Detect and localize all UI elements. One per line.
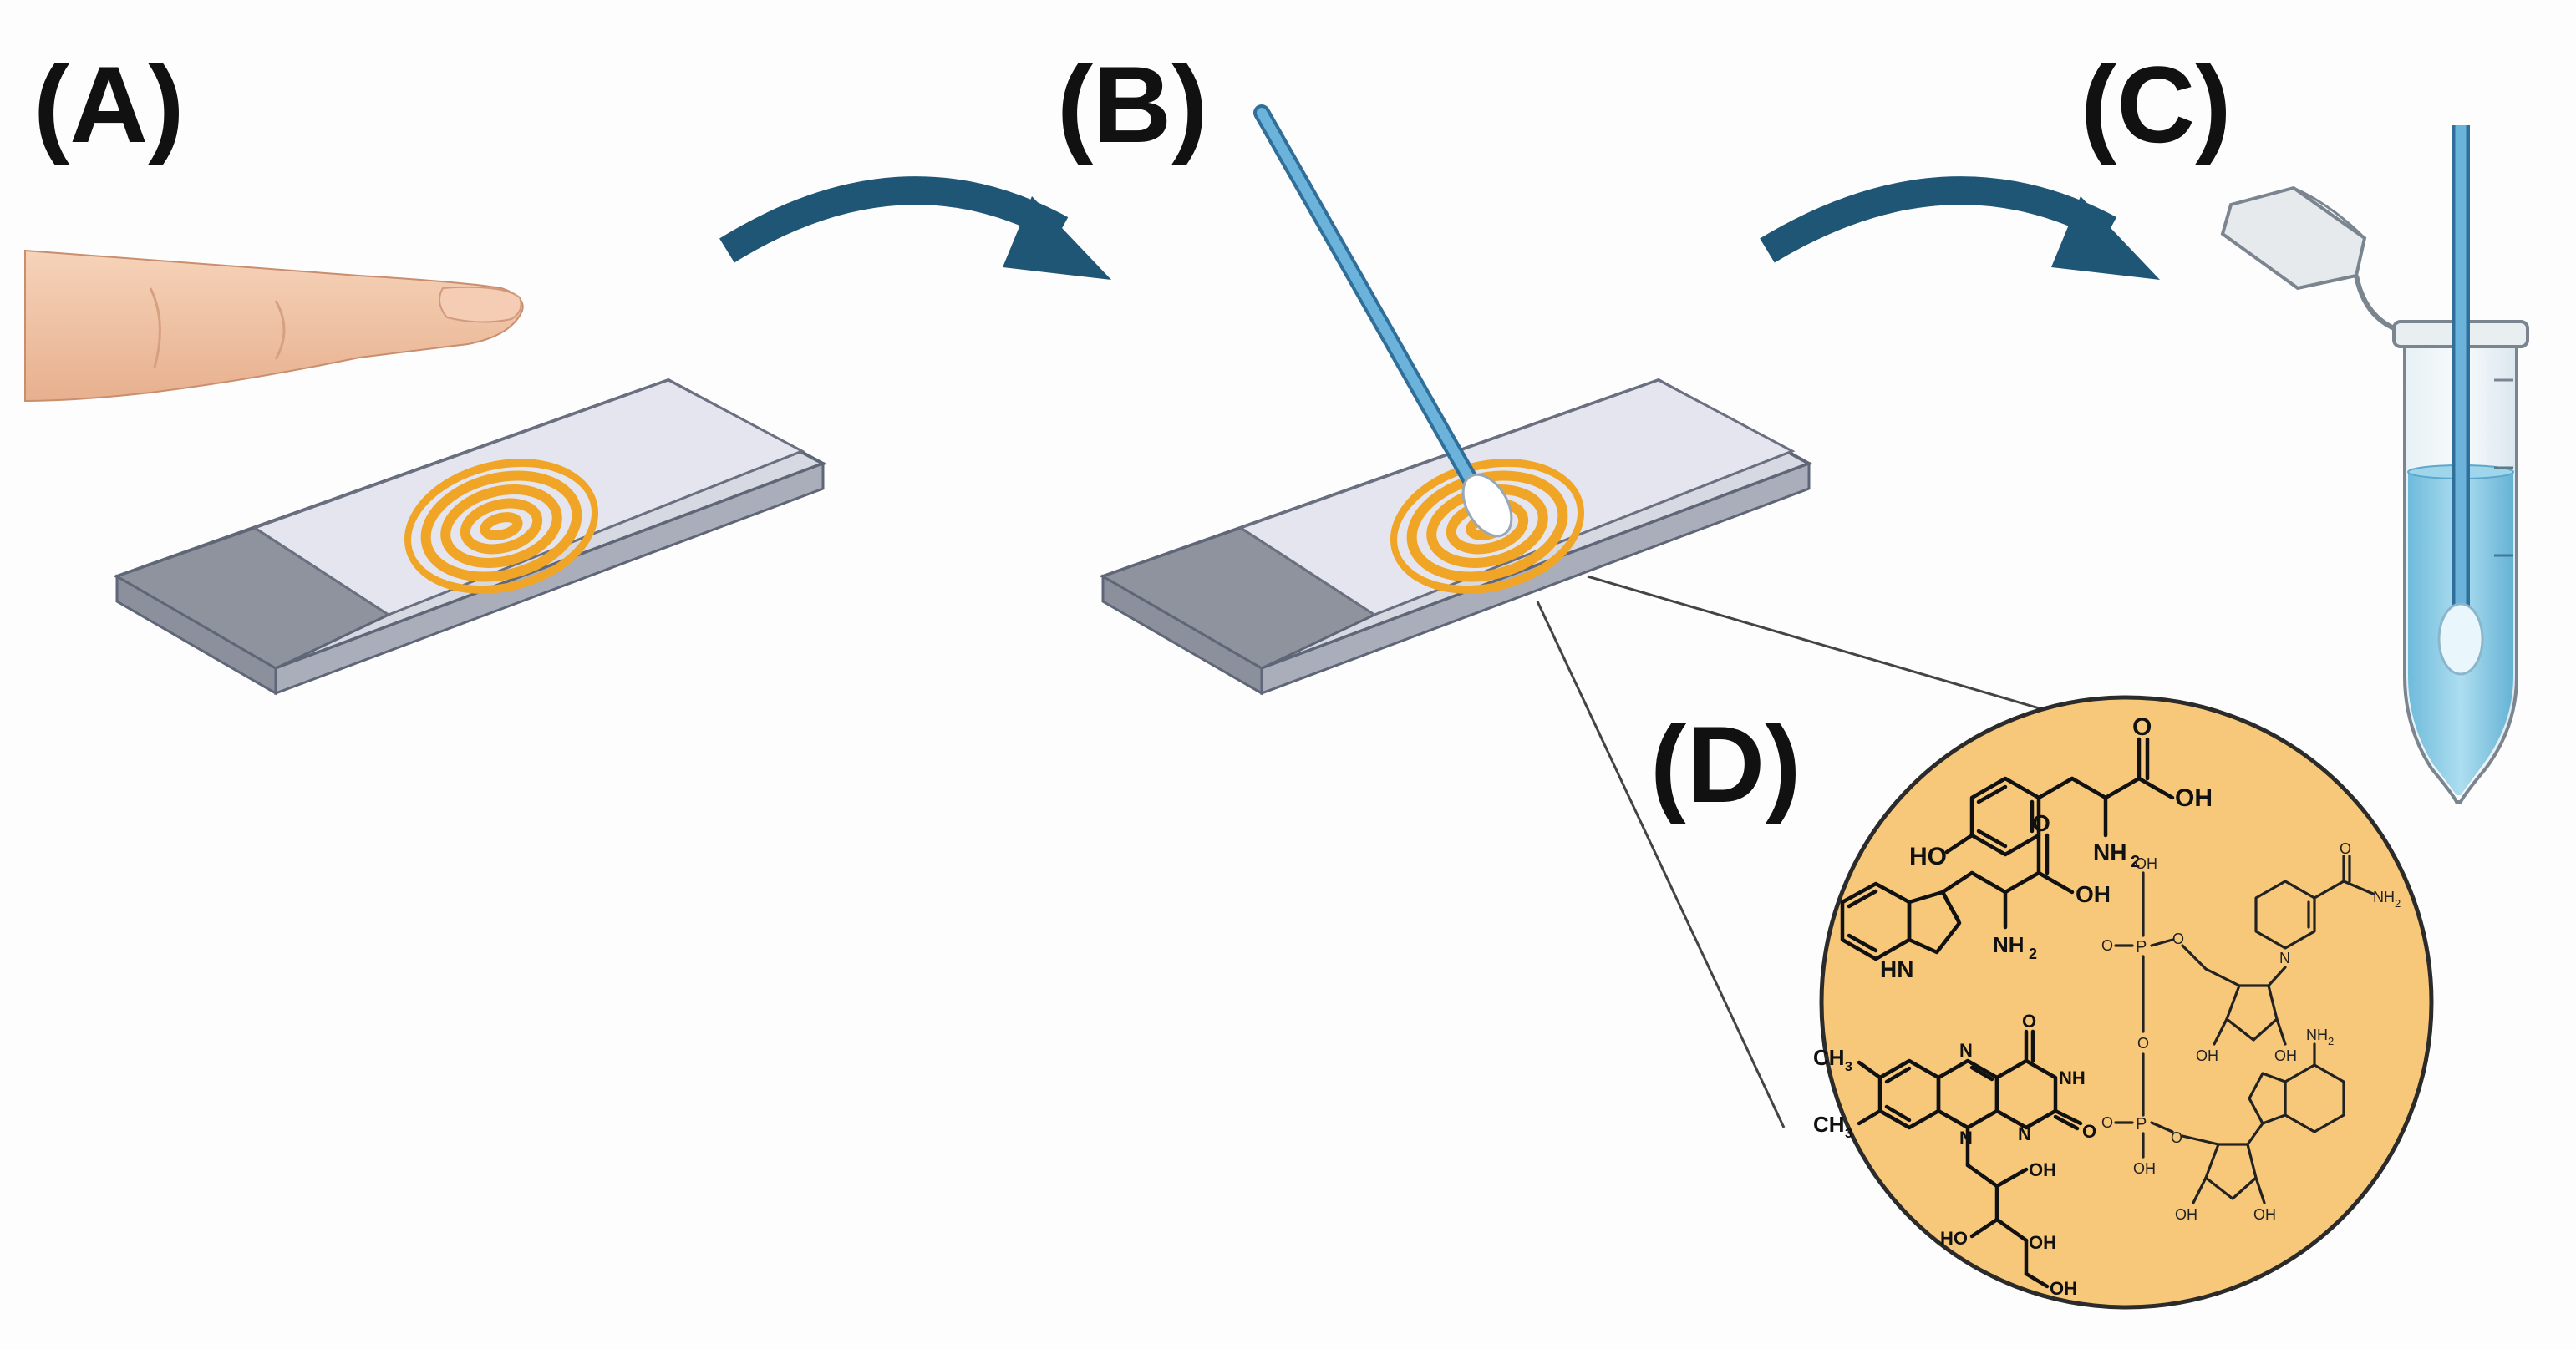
trp-oh: OH	[2076, 881, 2111, 907]
nad-nh2-amide: NH	[2373, 889, 2395, 905]
flv-oh4: OH	[2050, 1278, 2077, 1299]
trp-nh2: NH	[1993, 932, 2025, 957]
nad-nh2-amide-sub: 2	[2395, 897, 2401, 910]
nad-o-link-bot: O	[2171, 1129, 2182, 1146]
panel-label-c: (C)	[2081, 43, 2231, 165]
trp-o: O	[2032, 810, 2050, 836]
flv-n-left: N	[1959, 1128, 1973, 1149]
molecule-flavin: CH 3 CH 3 N N N O NH O OH OH HO OH	[1813, 1011, 2096, 1299]
flv-n-top: N	[1959, 1040, 1973, 1061]
tyr-ho: HO	[1909, 843, 1947, 870]
molecule-zoom-circle	[1819, 695, 2434, 1310]
panel-label-d: (D)	[1650, 703, 1801, 825]
flv-oh3: HO	[1940, 1228, 1968, 1249]
molecule-tryptophan: O OH HN NH 2	[1840, 810, 2111, 982]
nad-o-dbl-bot: O	[2101, 1114, 2113, 1131]
nad-nh2-aden: NH	[2306, 1027, 2328, 1043]
panel-label-b: (B)	[1057, 43, 1207, 165]
flv-n-mid: N	[2018, 1123, 2031, 1144]
tyr-nh2-sub: 2	[2131, 853, 2140, 871]
tyr-oh: OH	[2175, 784, 2213, 812]
flv-o-right: O	[2082, 1121, 2096, 1142]
flv-ch3-top-sub: 3	[1845, 1060, 1852, 1074]
nad-oh-r2b: OH	[2253, 1206, 2276, 1223]
nad-oh-bot: OH	[2133, 1160, 2156, 1177]
cotton-swab-b	[1253, 104, 1513, 538]
flv-nh: NH	[2059, 1068, 2086, 1088]
nad-p-bot: P	[2136, 1115, 2147, 1133]
flv-ch3-bot: CH	[1813, 1112, 1845, 1137]
trp-nh2-sub: 2	[2029, 946, 2037, 962]
trp-hn: HN	[1880, 956, 1913, 982]
tube-lid	[2220, 185, 2400, 332]
nad-oh-r1a: OH	[2196, 1047, 2218, 1064]
flv-o-top: O	[2022, 1011, 2036, 1032]
nad-o-link-top: O	[2172, 931, 2184, 947]
arrow-b-to-c	[1760, 176, 2160, 280]
molecule-nad: OH O P O O O P O OH O NH 2 N OH OH	[2101, 840, 2401, 1223]
nad-p-top: P	[2136, 938, 2147, 956]
nad-o-link-mid: O	[2137, 1035, 2149, 1052]
nad-o-dbl-top: O	[2101, 937, 2113, 954]
microcentrifuge-tube	[2220, 125, 2529, 804]
nad-n-ring: N	[2279, 950, 2290, 966]
nad-o-amide: O	[2340, 840, 2351, 857]
flv-oh2: OH	[2029, 1232, 2056, 1253]
nad-oh-r1b: OH	[2274, 1047, 2297, 1064]
nad-oh-top: OH	[2135, 855, 2157, 872]
nad-oh-r2a: OH	[2175, 1206, 2197, 1223]
panel-label-a: (A)	[33, 43, 184, 165]
arrow-a-to-b	[719, 176, 1111, 280]
tyr-nh2: NH	[2093, 839, 2126, 865]
flv-ch3-top: CH	[1813, 1045, 1845, 1070]
flv-oh1: OH	[2029, 1159, 2056, 1180]
finger-illustration	[24, 249, 524, 403]
nad-nh2-aden-sub: 2	[2328, 1035, 2334, 1047]
tyr-o: O	[2132, 713, 2152, 741]
flv-ch3-bot-sub: 3	[1845, 1127, 1852, 1141]
